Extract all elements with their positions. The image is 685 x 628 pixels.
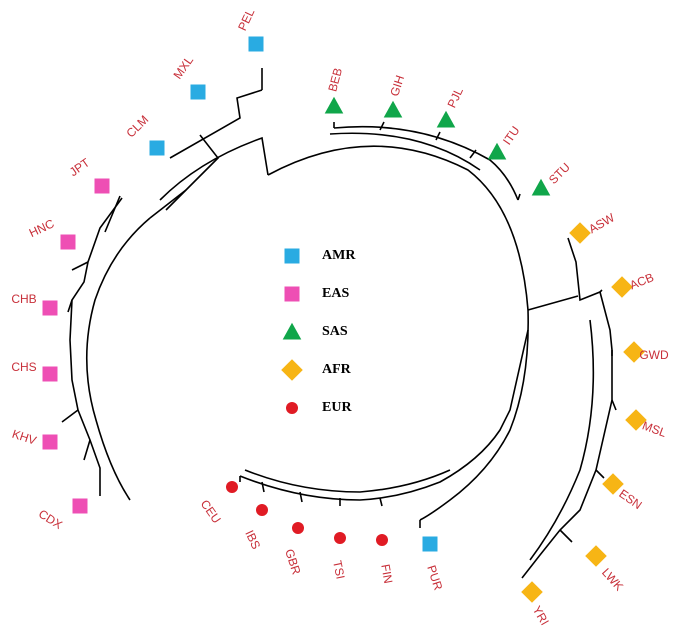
legend-label-afr: AFR [322,362,352,377]
tip-marker-lwk [585,545,607,567]
eas-inner-arc [85,217,151,501]
legend-marker-eas [284,286,300,302]
tip-label-chs: CHS [11,360,36,374]
tip-label-tsi: TSI [330,559,348,580]
tip-marker-jpt [94,178,110,194]
tip-label-acb: ACB [628,270,656,292]
tip-marker-gwd [623,341,645,363]
tip-marker-esn [602,473,624,495]
tip-label-stu: STU [546,160,573,187]
tip-label-gwd: GWD [639,348,669,362]
tip-label-pel: PEL [235,6,257,33]
tip-marker-chs [42,366,58,382]
legend-label-amr: AMR [322,248,356,263]
tip-marker-chb [42,300,58,316]
tip-marker-hnc [60,234,76,250]
tip-label-gbr: GBR [282,547,303,576]
afr-outer [559,289,617,543]
tip-label-pjl: PJL [445,85,467,110]
clm-branch [165,134,220,211]
tip-marker-acb [611,276,633,298]
tip-label-itu: ITU [500,124,523,148]
tip-marker-ibs [256,504,268,516]
afr-inner [529,319,595,561]
tip-marker-pel [248,36,264,52]
tip-label-khv: KHV [10,427,38,448]
tip-marker-fin [376,534,388,546]
tip-label-cdx: CDX [36,507,65,532]
tip-label-beb: BEB [325,66,345,93]
legend-label-eas: EAS [322,286,349,301]
root-arc-right [419,309,529,521]
tip-label-mxl: MXL [171,53,197,82]
tip-label-msl: MSL [640,418,668,440]
tip-label-fin: FIN [378,563,395,584]
tip-label-esn: ESN [616,487,644,513]
tree-tips: PEL MXL CLM JPT HNC CHB CHS KHV CDX CEU IBS GBR TSI F… [10,6,669,628]
eur-tips [239,476,383,507]
tip-marker-itu [487,142,507,160]
tip-marker-msl [625,409,647,431]
tip-marker-gbr [292,522,304,534]
eas-backbone [69,197,123,496]
eur-arc [239,329,529,501]
tip-marker-cdx [72,498,88,514]
legend-marker-eur [286,402,298,414]
tip-label-clm: CLM [124,113,152,141]
legend-label-eur: EUR [322,400,352,415]
sas-inner-arc [329,132,481,171]
afr-clade [521,237,613,579]
tip-marker-tsi [334,532,346,544]
tree-branches [61,68,617,579]
tip-marker-yri [521,581,543,603]
tip-label-asw: ASW [586,210,617,236]
legend-label-sas: SAS [322,324,348,339]
tip-label-yri: YRI [530,603,552,627]
tip-label-lwk: LWK [599,565,626,593]
tip-marker-beb [324,96,344,114]
root-arc-top [267,145,529,311]
tip-marker-pur [422,536,438,552]
root-arc-left [159,136,269,201]
eur-inner-arc [244,469,451,493]
tip-marker-stu [531,178,551,196]
tip-label-hnc: HNC [27,216,57,240]
sas-arc [333,125,519,201]
tip-label-gih: GIH [387,73,407,98]
tip-marker-gih [383,100,403,118]
afr-join [527,295,579,311]
amr-clade [169,89,263,159]
tip-marker-khv [42,434,58,450]
tip-label-jpt: JPT [67,155,93,179]
tip-label-ibs: IBS [242,528,263,551]
eas-outer [61,195,121,461]
tip-marker-asw [569,222,591,244]
tip-marker-pjl [436,110,456,128]
tip-label-chb: CHB [11,292,36,306]
tip-label-pur: PUR [424,564,445,593]
legend-marker-amr [284,248,300,264]
tip-label-ceu: CEU [198,497,224,526]
tip-marker-clm [149,140,165,156]
sas-tips [333,121,521,201]
tip-marker-ceu [226,481,238,493]
legend-marker-sas [282,322,302,340]
tip-marker-mxl [190,84,206,100]
legend: AMR EAS SAS AFR EUR [281,248,356,415]
amr-eas-join [149,189,187,219]
legend-marker-afr [281,359,303,381]
